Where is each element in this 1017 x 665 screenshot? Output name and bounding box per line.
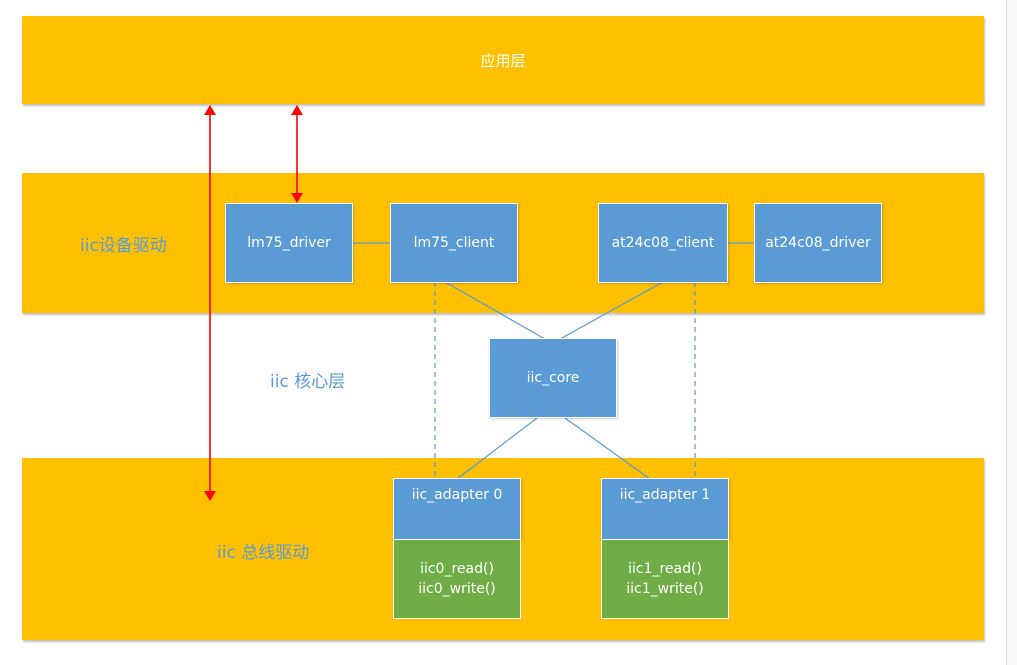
iic1-write-label: iic1_write()	[626, 581, 704, 597]
page-edge	[1006, 0, 1017, 665]
application-layer	[22, 16, 984, 104]
iic0-read-label: iic0_read()	[420, 561, 494, 577]
at24c08-client-box: at24c08_client	[598, 203, 728, 283]
lm75-client-core-line	[444, 281, 546, 340]
iic0-write-label: iic0_write()	[418, 581, 496, 597]
iic-adapter0-box: iic_adapter 0	[393, 478, 521, 540]
application-layer-title: 应用层	[480, 51, 526, 70]
iic-adapter0-functions: iic0_read() iic0_write()	[393, 539, 521, 619]
device-driver-label: iic设备驱动	[80, 236, 167, 256]
core-layer-label: iic 核心层	[270, 372, 346, 392]
lm75-client-box: lm75_client	[390, 203, 518, 283]
iic-adapter1-box: iic_adapter 1	[601, 478, 729, 540]
iic-core-box: iic_core	[489, 338, 617, 418]
at24c08-client-core-line	[559, 281, 664, 340]
core-adapter0-line	[456, 417, 538, 480]
at24c08-driver-box: at24c08_driver	[754, 203, 882, 283]
iic1-read-label: iic1_read()	[628, 561, 702, 577]
core-adapter1-line	[564, 417, 651, 480]
bus-driver-label: iic 总线驱动	[217, 543, 310, 563]
iic-adapter1-functions: iic1_read() iic1_write()	[601, 539, 729, 619]
lm75-driver-box: lm75_driver	[225, 203, 353, 283]
